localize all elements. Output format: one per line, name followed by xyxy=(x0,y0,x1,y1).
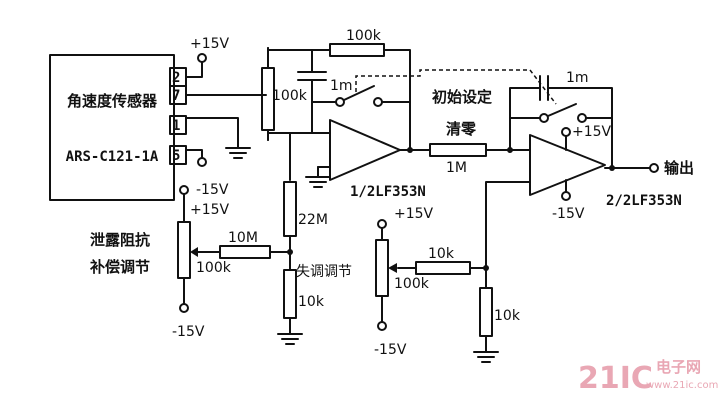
terminal-sensor-pos xyxy=(197,53,207,63)
watermark-site-cn: 电子网 xyxy=(656,358,701,376)
wire-feedback-left xyxy=(267,47,331,51)
sensor-pin-1: 1 xyxy=(172,118,180,134)
opamp-2-neg-label: -15V xyxy=(552,206,585,222)
resistor-int-bias-series xyxy=(415,261,471,275)
watermark-logo-text: 21IC xyxy=(578,361,653,396)
resistor-feedback-label: 100k xyxy=(346,28,382,44)
wire-pin1-ground xyxy=(185,117,239,149)
resistor-sensor-out-label: 100k xyxy=(272,88,308,104)
damping-pot-neg-label: -15V xyxy=(172,324,205,340)
ground-sensor xyxy=(225,147,251,159)
resistor-clear xyxy=(429,143,487,157)
sensor-pin-7: 7 xyxy=(172,88,180,104)
opamp-1 xyxy=(329,119,401,181)
capacitor-c2-label: 1m xyxy=(566,70,589,86)
opamp-2-label: 2/2LF353N xyxy=(606,193,682,209)
resistor-feedback xyxy=(329,43,385,57)
watermark-site-url: www.21ic.com xyxy=(646,380,718,391)
resistor-damping-series xyxy=(219,245,271,259)
damping-pot-neg-top-label: -15V xyxy=(196,182,229,198)
wire-pin5 xyxy=(185,149,203,159)
damping-label-1: 泄露阻抗 xyxy=(90,231,150,249)
damping-label-2: 补偿调节 xyxy=(89,258,150,276)
resistor-int-bias-ground-label: 10k xyxy=(494,308,521,324)
wire-pin2-supply xyxy=(185,61,203,78)
resistor-int-bias-pot xyxy=(375,239,389,297)
init-set-label: 初始设定 xyxy=(432,88,492,106)
clear-label: 清零 xyxy=(446,120,477,138)
ground-int-bias xyxy=(473,351,499,363)
switch-2 xyxy=(547,103,577,117)
resistor-clear-label: 1M xyxy=(446,160,467,176)
switch-linkage xyxy=(355,69,557,105)
sensor-pin-2: 2 xyxy=(172,70,180,86)
opamp-1-label: 1/2LF353N xyxy=(350,184,426,200)
opamp-2 xyxy=(529,134,606,196)
int-bias-pot-pos-label: +15V xyxy=(394,206,434,222)
damping-pot-pos-label: +15V xyxy=(190,202,230,218)
ground-offset xyxy=(277,333,303,345)
switch-1 xyxy=(343,85,375,101)
output-terminal xyxy=(649,163,659,173)
resistor-int-bias-pot-label: 100k xyxy=(394,276,430,292)
sensor-model: ARS-C121-1A xyxy=(66,149,159,165)
resistor-int-bias-series-label: 10k xyxy=(428,246,455,262)
terminal-sensor-neg xyxy=(197,157,207,167)
ground-opamp1 xyxy=(305,176,331,188)
wire-feedback-right xyxy=(383,49,411,151)
sensor-title: 角速度传感器 xyxy=(67,92,158,110)
output-label: 输出 xyxy=(664,159,694,177)
resistor-offset-low xyxy=(283,269,297,319)
opamp-2-pos-label: +15V xyxy=(572,124,612,140)
resistor-input xyxy=(283,181,297,237)
sensor-supply-pos-label: +15V xyxy=(190,36,230,52)
sensor-pin-box-5 xyxy=(169,145,187,165)
resistor-damping-pot-label: 100k xyxy=(196,260,232,276)
capacitor-c1-label: 1m xyxy=(330,78,353,94)
resistor-int-bias-ground xyxy=(479,287,493,337)
resistor-offset-low-label: 10k xyxy=(298,294,325,310)
damping-pot-wiper xyxy=(190,247,198,257)
int-bias-pot-neg-label: -15V xyxy=(374,342,407,358)
resistor-damping-series-label: 10M xyxy=(228,230,258,246)
offset-adjust-label: 失调调节 xyxy=(296,264,352,280)
sensor-block xyxy=(49,54,175,201)
resistor-damping-pot xyxy=(177,221,191,279)
watermark-logo: 21IC 电子网 www.21ic.com xyxy=(578,358,718,396)
int-bias-pot-wiper xyxy=(388,263,397,273)
sensor-pin-5: 5 xyxy=(172,148,180,164)
resistor-input-label: 22M xyxy=(298,212,328,228)
sensor-pin-box-1 xyxy=(169,115,187,135)
